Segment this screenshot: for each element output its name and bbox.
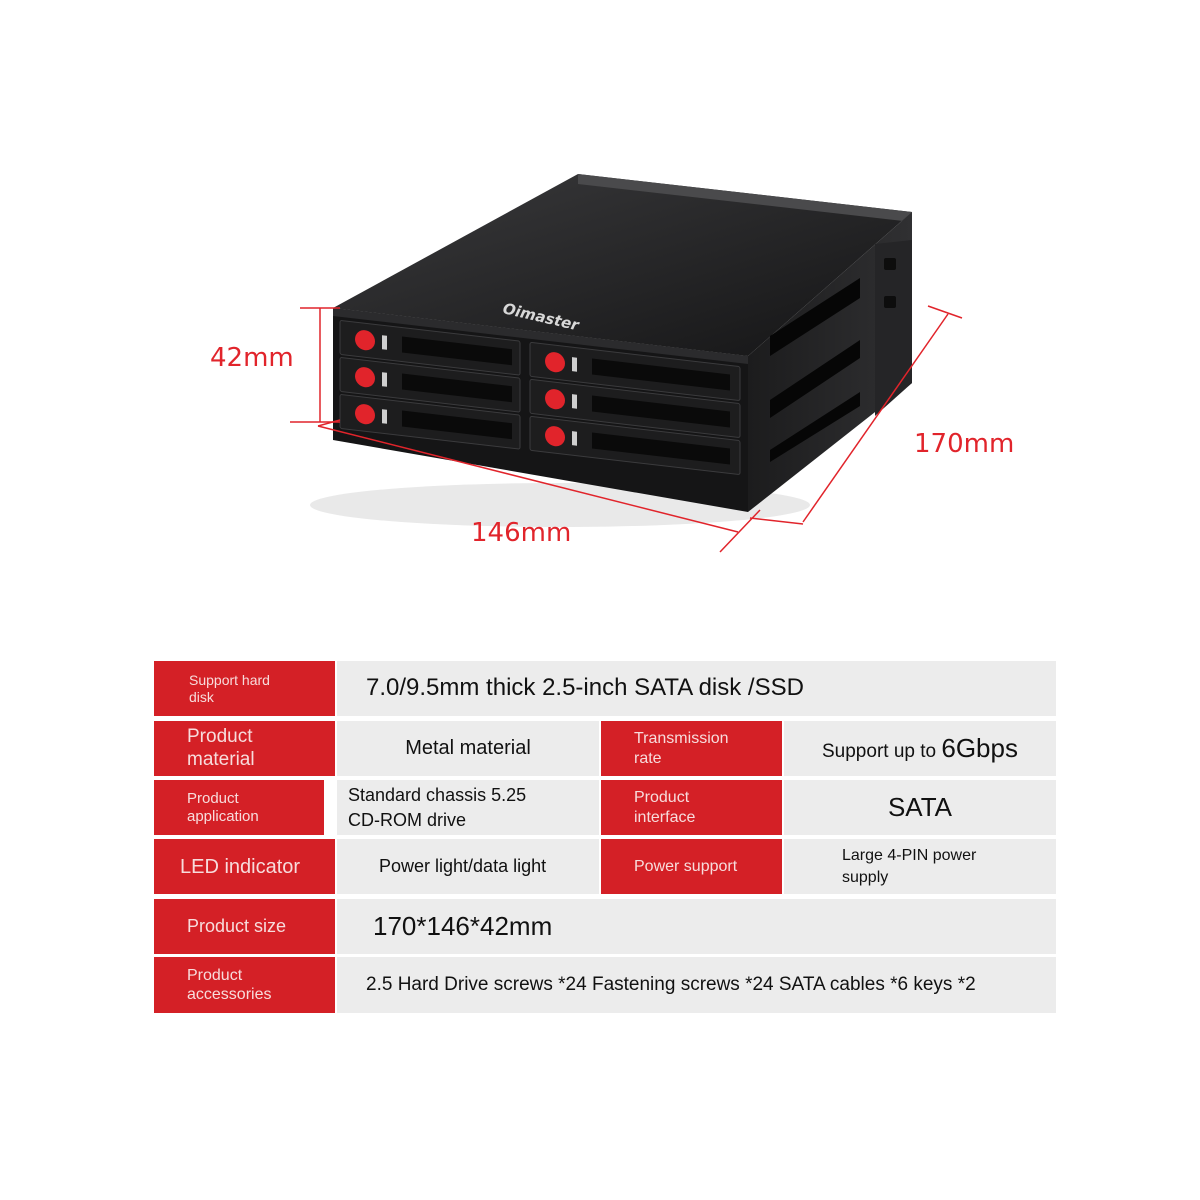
width-dimension: 146mm [471, 518, 572, 548]
spec-label: LED indicator [154, 839, 335, 894]
spec-label: Support hard disk [154, 661, 335, 716]
spec-value: Metal material [337, 721, 599, 776]
tray-vent [402, 373, 512, 403]
spec-row-product-accessories: Product accessories 2.5 Hard Drive screw… [154, 957, 1056, 1013]
enclosure-top [333, 174, 912, 356]
spec-value: Support up to 6Gbps [784, 721, 1056, 776]
tray-led [572, 394, 577, 409]
tray-led [382, 335, 387, 350]
drive-tray[interactable] [529, 342, 741, 401]
spec-label: Power support [601, 839, 782, 894]
spec-label: Product accessories [154, 957, 335, 1013]
dimension-lines [290, 305, 963, 553]
front-bezel [333, 308, 748, 364]
tray-lock-icon[interactable] [545, 425, 565, 447]
tray-lock-icon[interactable] [355, 366, 375, 388]
spec-value: 170*146*42mm [337, 899, 1056, 954]
tray-vent [402, 336, 512, 366]
tray-vent [402, 410, 512, 440]
tray-led [382, 409, 387, 424]
depth-dimension: 170mm [914, 429, 1015, 459]
height-dimension: 42mm [210, 343, 294, 373]
spec-label: Product application [154, 780, 324, 835]
bracket-hole [884, 296, 896, 308]
spec-value: 2.5 Hard Drive screws *24 Fastening scre… [337, 957, 1056, 1013]
drive-tray[interactable] [339, 394, 521, 450]
tray-lock-icon[interactable] [355, 329, 375, 351]
spec-row-product-size: Product size 170*146*42mm [154, 899, 1056, 954]
tray-vent [592, 395, 730, 428]
spec-label: Product size [154, 899, 335, 954]
drive-tray[interactable] [529, 416, 741, 475]
spec-row-product-application: Product application Standard chassis 5.2… [154, 780, 1056, 835]
drive-bays-right [529, 342, 741, 475]
side-slot [770, 392, 860, 462]
product-illustration: Oimaster [290, 174, 963, 553]
tray-vent [592, 432, 730, 465]
spec-row-support-hard-disk: Support hard disk 7.0/9.5mm thick 2.5-in… [154, 661, 1056, 716]
tray-lock-icon[interactable] [545, 388, 565, 410]
spec-value: 7.0/9.5mm thick 2.5-inch SATA disk /SSD [337, 661, 1056, 716]
spec-value: Large 4-PIN power supply [784, 839, 1056, 894]
spec-row-led-indicator: LED indicator Power light/data light Pow… [154, 839, 1056, 894]
spec-label: Product interface [601, 780, 782, 835]
spec-label: Product material [154, 721, 335, 776]
tray-lock-icon[interactable] [355, 403, 375, 425]
tray-vent [592, 358, 730, 391]
spec-value: SATA [784, 780, 1056, 835]
spec-value: Standard chassis 5.25 CD-ROM drive [337, 780, 599, 835]
tray-led [382, 372, 387, 387]
drive-tray[interactable] [529, 379, 741, 438]
drive-bays-left [339, 320, 521, 450]
tray-lock-icon[interactable] [545, 351, 565, 373]
enclosure-rear-lip [578, 174, 912, 222]
tray-led [572, 431, 577, 446]
transmission-rate-value: Support up to 6Gbps [822, 732, 1018, 763]
side-slot [770, 340, 860, 418]
tray-led [572, 357, 577, 372]
spec-row-product-material: Product material Metal material Transmis… [154, 721, 1056, 776]
bracket-hole [884, 258, 896, 270]
mounting-bracket [875, 240, 912, 416]
drive-tray[interactable] [339, 357, 521, 413]
spec-label: Transmission rate [601, 721, 782, 776]
drive-tray[interactable] [339, 320, 521, 376]
spec-value: Power light/data light [337, 839, 599, 894]
side-slot [770, 278, 860, 356]
